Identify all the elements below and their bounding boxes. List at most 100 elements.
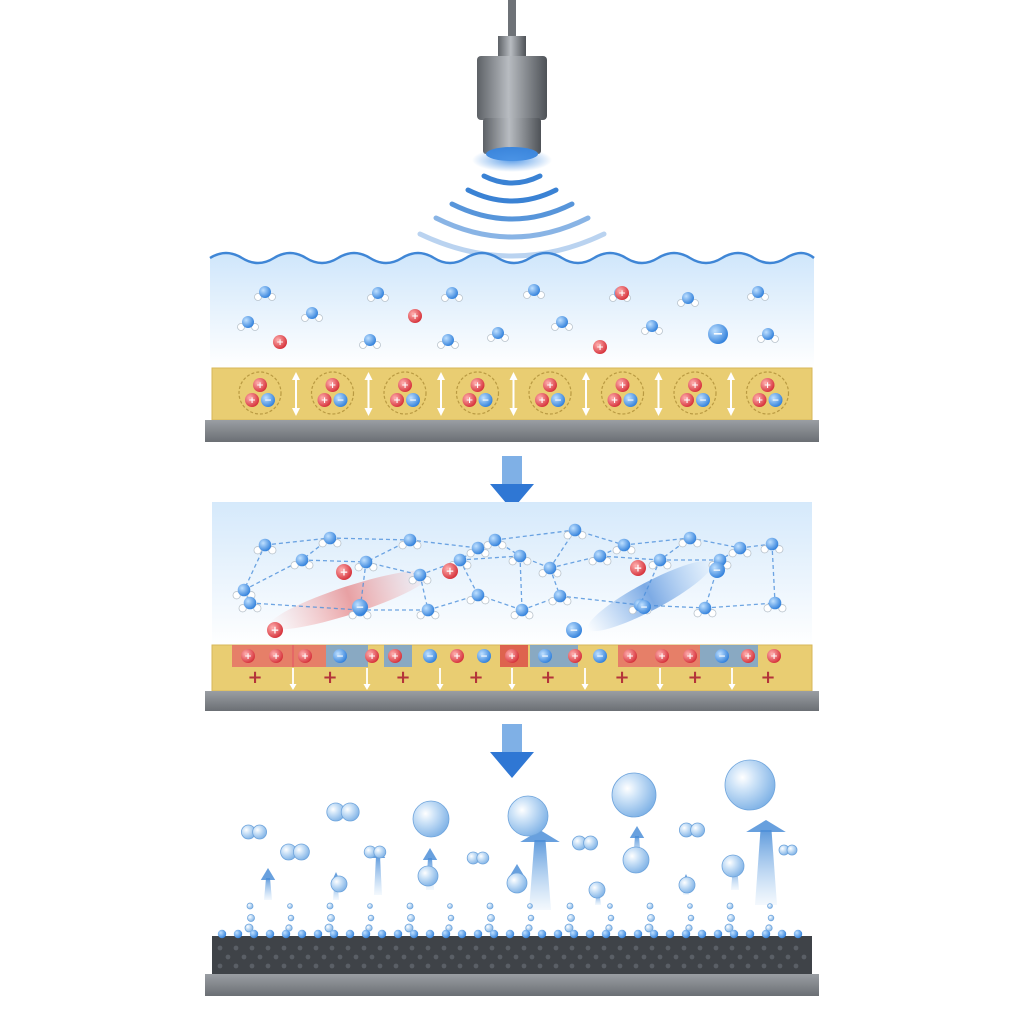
- water-molecule: [359, 334, 381, 349]
- gas-bubble-icon: [247, 914, 255, 922]
- minus-sign: −: [482, 396, 490, 406]
- water-molecules: ++++−: [237, 284, 779, 354]
- anion: −: [478, 393, 493, 407]
- cation: +: [253, 378, 267, 392]
- cation: +: [680, 393, 694, 407]
- dipole-arrow: [289, 668, 297, 690]
- anion: −: [593, 649, 607, 663]
- water-molecule: [548, 589, 572, 606]
- hydrogen-bond-network: ++++−−−−: [232, 523, 787, 638]
- gas-bubble-icon: [727, 914, 735, 922]
- electrode-pore: [489, 945, 495, 951]
- gas-bubble-icon: [724, 759, 776, 811]
- water-molecule: [254, 286, 276, 301]
- cation: +: [741, 649, 755, 663]
- hydrogen-bond: [519, 555, 551, 569]
- electrode-pore: [265, 945, 271, 951]
- plus-sign: +: [744, 652, 752, 662]
- dipole-arrow: [364, 372, 373, 416]
- electrode-pore: [361, 963, 367, 969]
- electrode-pore: [505, 963, 511, 969]
- electrode-pore: [761, 963, 767, 969]
- electrode-pore: [745, 963, 751, 969]
- acoustic-wave-icon: [417, 173, 607, 259]
- gas-bubble-icon: [447, 914, 455, 922]
- minus-sign: −: [699, 396, 707, 406]
- substrate-layer: ++−++−++−++−++−++−++−++−: [211, 367, 813, 421]
- anion: −: [333, 649, 347, 663]
- electrode-pore: [753, 954, 759, 960]
- electrode-pore: [417, 954, 423, 960]
- electrode-pore: [329, 945, 335, 951]
- gas-bubble-icon: [611, 772, 657, 818]
- electrode-pore: [641, 954, 647, 960]
- electrode-pore: [425, 963, 431, 969]
- gas-bubble-icon: [487, 914, 495, 922]
- adsorbed-hydrogen: [521, 929, 531, 939]
- anion: −: [566, 622, 582, 638]
- electrode-pore: [401, 954, 407, 960]
- cation: +: [630, 560, 646, 576]
- plus-sign: +: [272, 652, 280, 662]
- gas-bubble-icon: [404, 923, 414, 933]
- minus-sign: −: [409, 396, 417, 406]
- adsorbed-hydrogen: [473, 929, 483, 939]
- plus-sign: +: [446, 565, 455, 577]
- plus-sign: +: [658, 652, 666, 662]
- electrode-pore: [545, 954, 551, 960]
- anion: −: [261, 393, 275, 407]
- anion: −: [768, 393, 783, 407]
- electrode-pore: [337, 954, 343, 960]
- electrode-pore: [281, 945, 287, 951]
- gas-bubble-icon: [292, 843, 310, 861]
- adsorbed-hydrogen: [697, 929, 707, 939]
- adsorbed-hydrogen: [793, 929, 803, 939]
- plus-sign: +: [770, 652, 778, 662]
- adsorbed-hydrogen: [297, 929, 307, 939]
- minus-sign: −: [640, 603, 648, 613]
- minus-sign: −: [627, 396, 635, 406]
- plus-sign: +: [634, 562, 643, 574]
- cation: +: [568, 649, 582, 663]
- plus-sign: +: [619, 381, 627, 391]
- rising-arrow: [520, 830, 560, 910]
- cation: +: [450, 649, 464, 663]
- electrode-pore: [633, 945, 639, 951]
- cation: +: [325, 378, 340, 392]
- plus-sign: +: [618, 289, 626, 299]
- electrode-pore: [681, 963, 687, 969]
- gas-bubble-icon: [330, 875, 348, 893]
- electrode-pore: [473, 945, 479, 951]
- base-plate: [205, 974, 819, 996]
- electrode-pore: [329, 963, 335, 969]
- electrode-pore: [569, 945, 575, 951]
- water-molecule: [487, 327, 509, 342]
- plus-sign: +: [626, 652, 634, 662]
- electrode-pore: [289, 954, 295, 960]
- adsorbed-hydrogen: [281, 929, 291, 939]
- minus-sign: −: [541, 652, 549, 662]
- electrode-pore: [505, 945, 511, 951]
- electrode-pore: [473, 963, 479, 969]
- electrode-pore: [409, 945, 415, 951]
- gas-bubble-icon: [786, 844, 798, 856]
- hydrogen-bond: [739, 543, 773, 549]
- minus-sign: −: [772, 396, 780, 406]
- cation: +: [298, 649, 312, 663]
- water-molecule: [508, 549, 532, 566]
- surface-charge-row: +++−++−+−+−+−+++−++++++++++: [232, 645, 781, 690]
- electrode-pore: [393, 963, 399, 969]
- cation: +: [408, 309, 422, 323]
- cation: +: [390, 393, 404, 407]
- base-plate: [205, 420, 819, 442]
- electrode-pore: [697, 945, 703, 951]
- gas-bubble-icon: [324, 923, 334, 933]
- gas-bubble-icon: [644, 923, 654, 933]
- dipole-cells: ++−++−++−++−++−++−++−++−: [238, 371, 790, 416]
- electrode-pore: [609, 954, 615, 960]
- cation: +: [241, 649, 255, 663]
- electrode-pore: [665, 945, 671, 951]
- electrode-pore: [217, 945, 223, 951]
- plus-sign: +: [276, 338, 284, 348]
- water-molecule: [648, 553, 672, 570]
